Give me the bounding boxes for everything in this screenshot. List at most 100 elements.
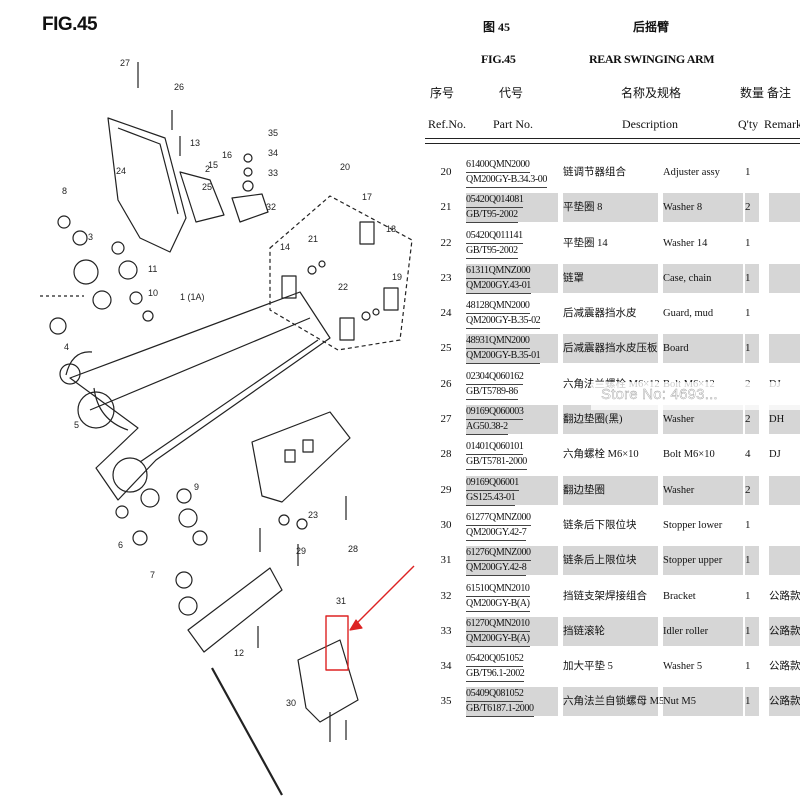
part-no-line1: 48931QMN2000 (466, 334, 530, 350)
cn-description-cell: 翻边垫圈 (563, 475, 658, 505)
qty-cell: 1 (745, 236, 751, 249)
callout-number: 13 (190, 138, 200, 148)
ref-no-cell: 23 (440, 271, 452, 284)
callout-number: 12 (234, 648, 244, 658)
callout-number: 27 (120, 58, 130, 68)
qty-cell: 1 (745, 616, 759, 646)
callout-number: 34 (268, 148, 278, 158)
part-no-line2: QM200GY-B.35-02 (466, 314, 541, 330)
column-header-ref-no: Ref.No. (428, 117, 466, 131)
description-cell: Stopper upper (663, 546, 743, 576)
ref-no-cell: 31 (440, 554, 452, 567)
description-cell: Washer 14 (663, 237, 708, 249)
description-cell: Board (663, 334, 743, 364)
callout-number: 11 (148, 264, 157, 274)
column-header-part-no: Part No. (493, 117, 533, 131)
remarks-cell (769, 263, 800, 293)
column-header-cn-qty: 数量 (740, 86, 765, 100)
column-header-description: Description (622, 117, 678, 131)
adjuster-group-box (269, 195, 413, 351)
part-no-line2: QM200GY.42-7 (466, 526, 527, 541)
remarks-cell (769, 299, 800, 328)
part-no-line2: QM200GY-B(A) (466, 597, 530, 612)
cn-description-cell: 链条后下限位块 (563, 519, 637, 531)
part-no-line1: 05420Q014081 (466, 193, 524, 209)
callout-number: 35 (268, 128, 278, 138)
part-no-line2: GS125.43-01 (466, 491, 516, 506)
ref-no-cell: 33 (440, 624, 452, 637)
part-no-line1: 48128QMN2000 (466, 299, 530, 315)
part-no-line2: GB/T5789-86 (466, 385, 518, 400)
part-no-line1: 05420Q011141 (466, 229, 523, 244)
part-no-line2: GB/T96.1-2002 (466, 667, 525, 683)
qty-cell: 1 (745, 334, 759, 364)
remarks-cell (769, 193, 800, 223)
figure-label: FIG.45 (42, 14, 98, 35)
part-no-line1: 61400QMN2000 (466, 158, 530, 173)
ref-no-cell: 35 (440, 695, 452, 708)
cn-description-cell: 后减震器挡水皮压板 (563, 334, 658, 364)
remarks-cell: 公路款 (769, 661, 800, 673)
ref-no-cell: 32 (440, 589, 452, 602)
ref-no-cell: 26 (440, 377, 452, 390)
description-cell: Washer 5 (663, 661, 703, 673)
callout-number: 31 (336, 596, 346, 606)
ref-no-cell: 22 (440, 236, 452, 249)
part-no-line2: GB/T5781-2000 (466, 455, 527, 471)
part-no-line2: GB/T95-2002 (466, 208, 518, 224)
part-no-line1: 05420Q051052 (466, 652, 524, 668)
callout-number: 30 (286, 698, 296, 708)
description-cell: Idler roller (663, 616, 743, 646)
part-no-line2: QM200GY-B(A) (466, 632, 530, 647)
callout-number: 8 (62, 186, 67, 196)
qty-cell: 2 (745, 475, 759, 505)
part-no-line1: 02304Q060162 (466, 370, 524, 385)
callout-number: 28 (348, 544, 358, 554)
remarks-cell (769, 158, 800, 187)
description-cell: Bolt M6×10 (663, 449, 715, 461)
cn-description-cell: 六角法兰自锁螺母 M5 (563, 687, 664, 717)
callout-number: 2 (205, 164, 210, 174)
part-no-line1: 01401Q060101 (466, 440, 524, 456)
callout-number: 7 (150, 570, 155, 580)
cn-description-cell: 挡链滚轮 (563, 616, 658, 646)
part-no-line2: GB/T95-2002 (466, 244, 518, 259)
cn-description-cell: 平垫圈 8 (563, 193, 658, 223)
callout-number: 23 (308, 510, 318, 520)
cn-description-cell: 链调节器组合 (563, 167, 626, 178)
remarks-cell: 公路款 (769, 616, 800, 646)
part-no-line2: GB/T6187.1-2000 (466, 702, 534, 718)
part-no-line2: QM200GY.43-01 (466, 279, 531, 294)
description-cell: Nut M5 (663, 687, 743, 717)
callout-number: 14 (280, 242, 290, 252)
part-no-line1: 61270QMN2010 (466, 617, 530, 632)
remarks-cell (769, 546, 800, 576)
remarks-cell (769, 475, 800, 505)
callout-number: 3 (88, 232, 93, 242)
cn-description-cell: 后减震器挡水皮 (563, 308, 637, 320)
qty-cell: 1 (745, 166, 751, 178)
qty-cell: 1 (745, 589, 751, 602)
callout-number: 16 (222, 150, 232, 160)
remarks-cell: DJ (769, 449, 781, 461)
description-cell: Adjuster assy (663, 167, 720, 178)
